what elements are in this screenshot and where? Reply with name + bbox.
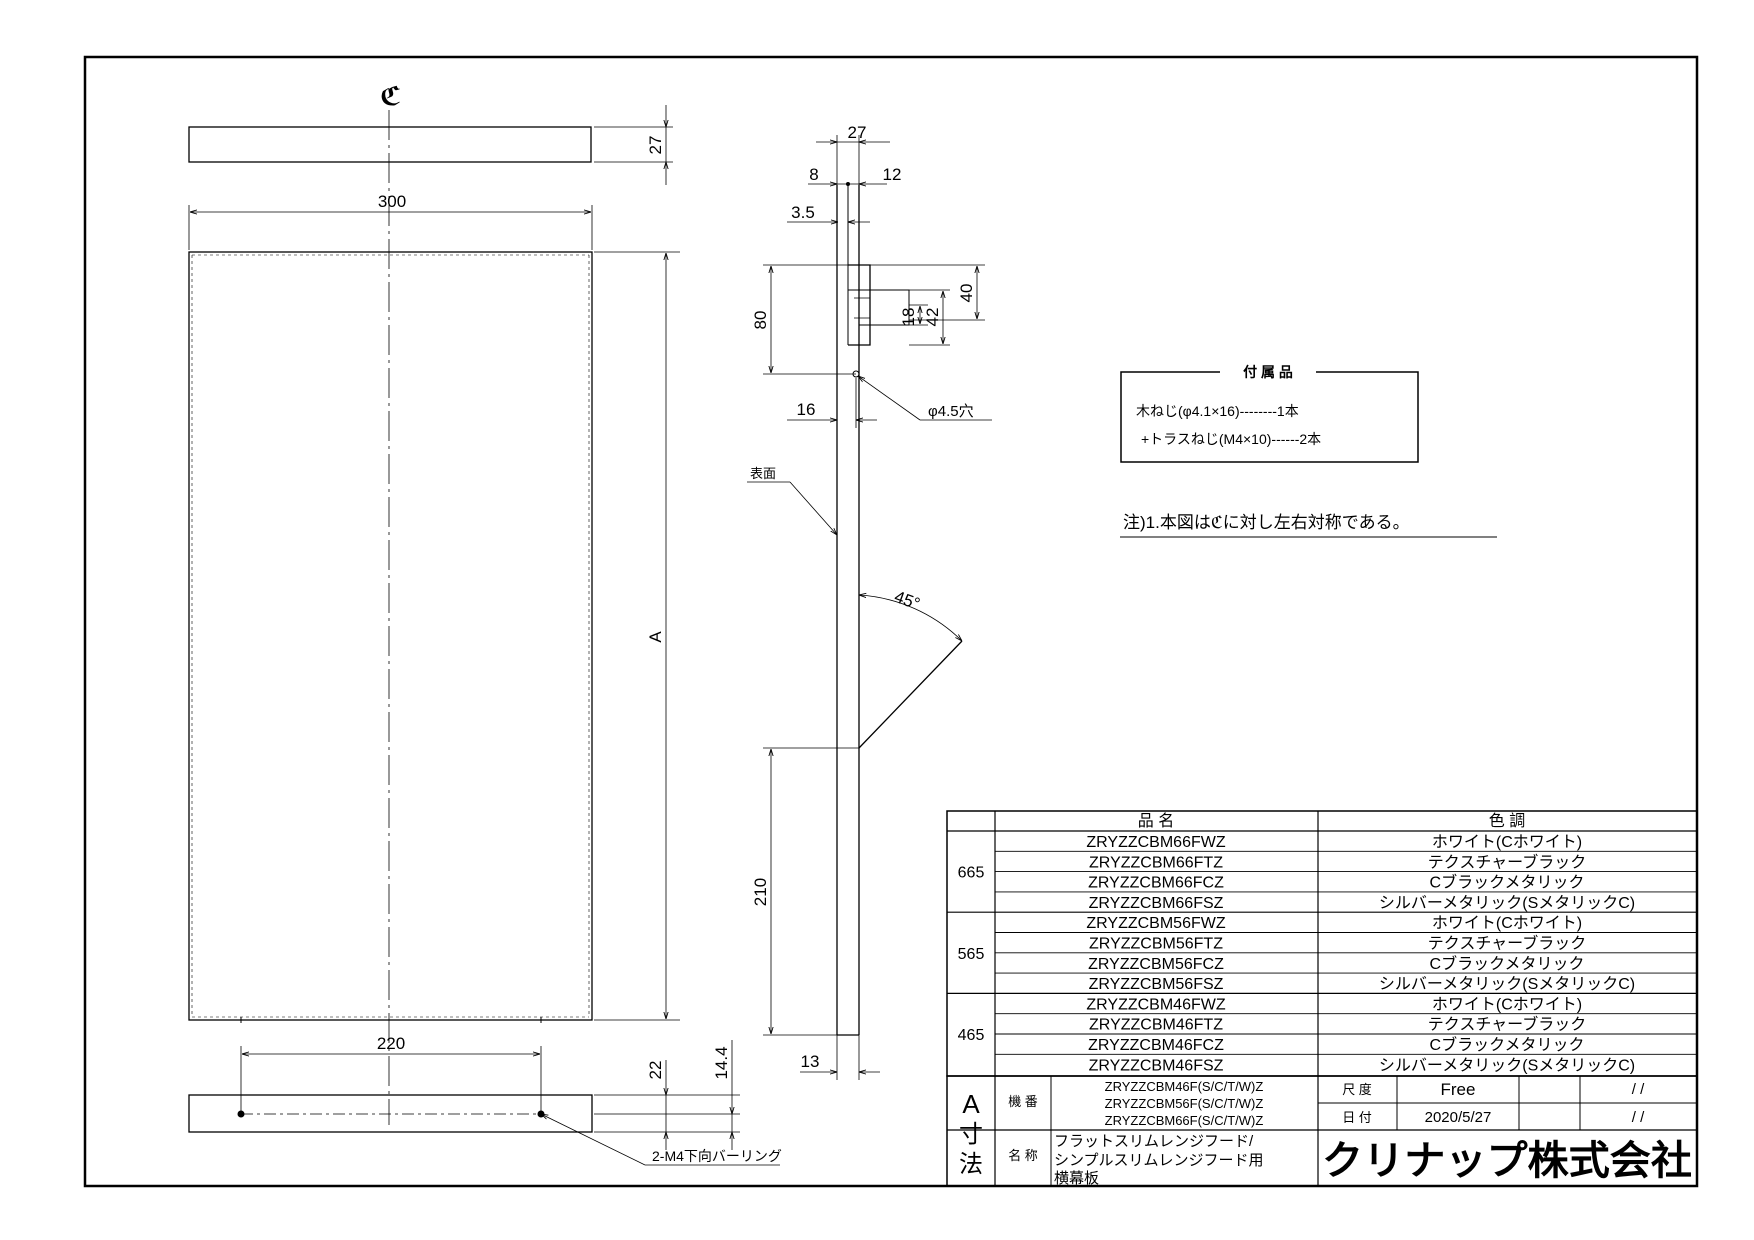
dim-h80: 80 <box>751 311 770 330</box>
a-dimension-label-3: 法 <box>959 1151 983 1178</box>
a-dimension-label: A <box>962 1089 980 1119</box>
centerline-symbol: ℭ <box>380 81 401 111</box>
model-3: ZRYZZCBM66F(S/C/T/W)Z <box>1105 1113 1264 1128</box>
part-number: ZRYZZCBM66FSZ <box>1089 895 1224 912</box>
part-number: ZRYZZCBM46FWZ <box>1086 996 1225 1013</box>
dim-hole-pitch: 220 <box>377 1034 405 1053</box>
part-color: シルバーメタリック(SメタリックC) <box>1379 1056 1635 1074</box>
dim-h18: 18 <box>899 308 918 327</box>
dim-width: 300 <box>378 192 406 211</box>
model-1: ZRYZZCBM46F(S/C/T/W)Z <box>1105 1079 1264 1094</box>
part-color: テクスチャーブラック <box>1428 934 1586 953</box>
name-line-3: 横幕板 <box>1054 1169 1099 1187</box>
part-number: ZRYZZCBM56FTZ <box>1089 936 1223 953</box>
part-color: Cブラックメタリック <box>1430 873 1585 892</box>
part-number: ZRYZZCBM46FTZ <box>1089 1017 1223 1034</box>
part-color: シルバーメタリック(SメタリックC) <box>1379 894 1635 912</box>
part-color: ホワイト(Cホワイト) <box>1432 996 1582 1013</box>
part-number: ZRYZZCBM66FTZ <box>1089 854 1223 871</box>
dim-offset: 3.5 <box>791 203 815 222</box>
dim-total: 27 <box>848 123 867 142</box>
part-color: Cブラックメタリック <box>1430 954 1585 973</box>
scale-slash: / / <box>1632 1081 1645 1098</box>
part-color: テクスチャーブラック <box>1428 852 1586 871</box>
dim-bottom-depth: 22 <box>646 1061 665 1080</box>
part-number: ZRYZZCBM66FWZ <box>1086 834 1225 851</box>
header-color: 色 調 <box>1489 812 1525 830</box>
dim-h42: 42 <box>923 308 942 327</box>
part-number: ZRYZZCBM56FSZ <box>1089 976 1224 993</box>
part-number: ZRYZZCBM66FCZ <box>1088 875 1224 892</box>
bottom-strip <box>188 1094 593 1133</box>
model-label: 機 番 <box>1008 1094 1038 1109</box>
dim-thickness: 27 <box>646 136 665 155</box>
drawing-border <box>83 55 1699 1188</box>
name-line-1: フラットスリムレンジフード/ <box>1054 1133 1254 1150</box>
size-group-label: 465 <box>958 1027 985 1044</box>
part-color: シルバーメタリック(SメタリックC) <box>1379 975 1635 993</box>
name-label: 名 称 <box>1008 1148 1038 1163</box>
part-number: ZRYZZCBM56FWZ <box>1086 915 1225 932</box>
dim-bottom-width: 13 <box>801 1052 820 1071</box>
dim-left-part: 8 <box>809 165 818 184</box>
scale-value: Free <box>1441 1080 1476 1099</box>
parts-table: 品 名 色 調 ZRYZZCBM66FWZ ホワイト(Cホワイト) ZRYZZCBM… <box>946 810 1698 1077</box>
dim-hole-offset: 14.4 <box>712 1046 731 1079</box>
company-logo: クリナップ株式会社 <box>1322 1138 1692 1184</box>
a-dimension-label-2: 寸 <box>959 1121 983 1148</box>
dim-length: A <box>646 631 665 643</box>
dim-h40: 40 <box>957 284 976 303</box>
left-view: ℭ 27 300 A 220 <box>188 81 782 1166</box>
side-view: 45° 27 8 12 3.5 80 40 42 <box>747 123 992 1080</box>
date-value: 2020/5/27 <box>1425 1109 1492 1126</box>
scale-label: 尺 度 <box>1342 1082 1372 1097</box>
part-color: テクスチャーブラック <box>1428 1015 1586 1034</box>
accessories-box: 付 属 品 木ねじ(φ4.1×16)--------1本 +トラスねじ(M4×1… <box>1120 362 1419 463</box>
hole-label: φ4.5穴 <box>928 403 974 420</box>
dim-bottom-height: 210 <box>751 878 770 906</box>
accessory-item-1: 木ねじ(φ4.1×16)--------1本 <box>1136 403 1299 419</box>
accessories-title: 付 属 品 <box>1243 364 1293 380</box>
header-name: 品 名 <box>1138 812 1174 830</box>
title-block: A 寸 法 機 番 ZRYZZCBM46F(S/C/T/W)Z ZRYZZCBM… <box>946 1075 1698 1187</box>
size-group-label: 565 <box>958 946 985 963</box>
size-group-label: 665 <box>958 865 985 882</box>
name-line-2: シンプルスリムレンジフード用 <box>1054 1152 1264 1169</box>
part-color: ホワイト(Cホワイト) <box>1432 834 1582 851</box>
part-color: Cブラックメタリック <box>1430 1035 1585 1054</box>
accessory-item-2: +トラスねじ(M4×10)------2本 <box>1141 431 1321 447</box>
part-number: ZRYZZCBM46FCZ <box>1088 1037 1224 1054</box>
date-label: 日 付 <box>1342 1110 1372 1125</box>
part-number: ZRYZZCBM46FSZ <box>1089 1057 1224 1074</box>
hole-note: 2-M4下向バーリング <box>652 1148 782 1164</box>
part-color: ホワイト(Cホワイト) <box>1432 915 1582 932</box>
main-panel <box>188 251 593 1021</box>
screw-hole-left <box>237 1110 245 1118</box>
part-number: ZRYZZCBM56FCZ <box>1088 956 1224 973</box>
mount-hole <box>852 370 860 378</box>
dim-right-part: 12 <box>883 165 902 184</box>
model-2: ZRYZZCBM56F(S/C/T/W)Z <box>1105 1096 1264 1111</box>
surface-label: 表面 <box>750 466 776 481</box>
date-slash: / / <box>1632 1109 1645 1126</box>
top-strip <box>188 126 592 163</box>
drawing-note: 注)1.本図はℭに対し左右対称である。 <box>1123 513 1410 532</box>
dim-hole-pos: 16 <box>797 400 816 419</box>
